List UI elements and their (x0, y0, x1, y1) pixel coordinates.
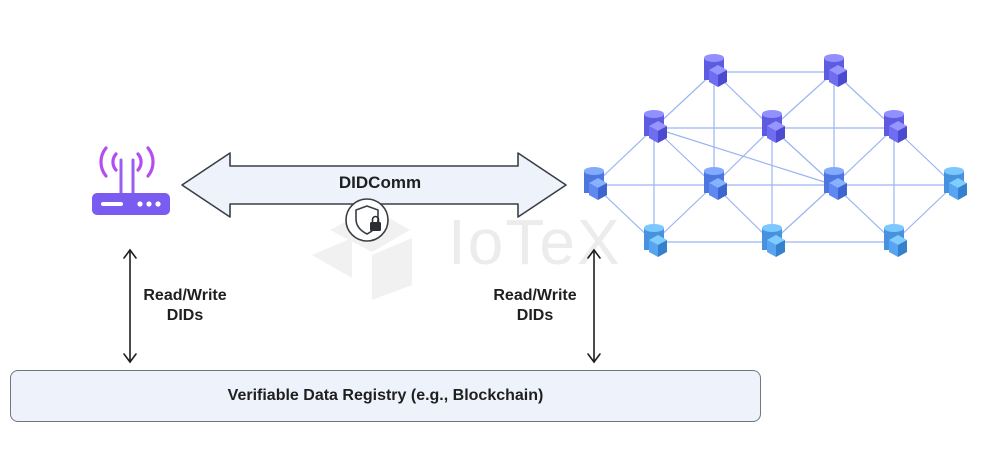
blockchain-node-icon (884, 224, 907, 257)
didcomm-label: DIDComm (338, 173, 422, 192)
didcomm-double-arrow (181, 152, 567, 218)
wifi-router-icon (92, 146, 170, 215)
blockchain-node-icon (884, 110, 907, 143)
left-read-write-label: Read/Write DIDs (143, 287, 227, 324)
watermark-text: IoTeX (448, 206, 622, 278)
verifiable-data-registry-box: Verifiable Data Registry (e.g., Blockcha… (10, 370, 761, 422)
registry-label: Verifiable Data Registry (e.g., Blockcha… (227, 387, 544, 404)
left-read-write-arrow (123, 248, 137, 364)
blockchain-node-icon (762, 224, 785, 257)
right-read-write-arrow (587, 248, 601, 364)
network-nodes (584, 54, 967, 257)
blockchain-node-icon (704, 54, 727, 87)
shield-lock-icon (345, 198, 389, 242)
blockchain-node-icon (944, 167, 967, 200)
blockchain-node-icon (762, 110, 785, 143)
blockchain-node-icon (644, 110, 667, 143)
right-read-write-label: Read/Write DIDs (493, 287, 577, 324)
network-edges (593, 71, 955, 243)
blockchain-node-icon (644, 224, 667, 257)
blockchain-node-icon (824, 54, 847, 87)
blockchain-node-icon (704, 167, 727, 200)
blockchain-node-icon (584, 167, 607, 200)
blockchain-node-icon (824, 167, 847, 200)
